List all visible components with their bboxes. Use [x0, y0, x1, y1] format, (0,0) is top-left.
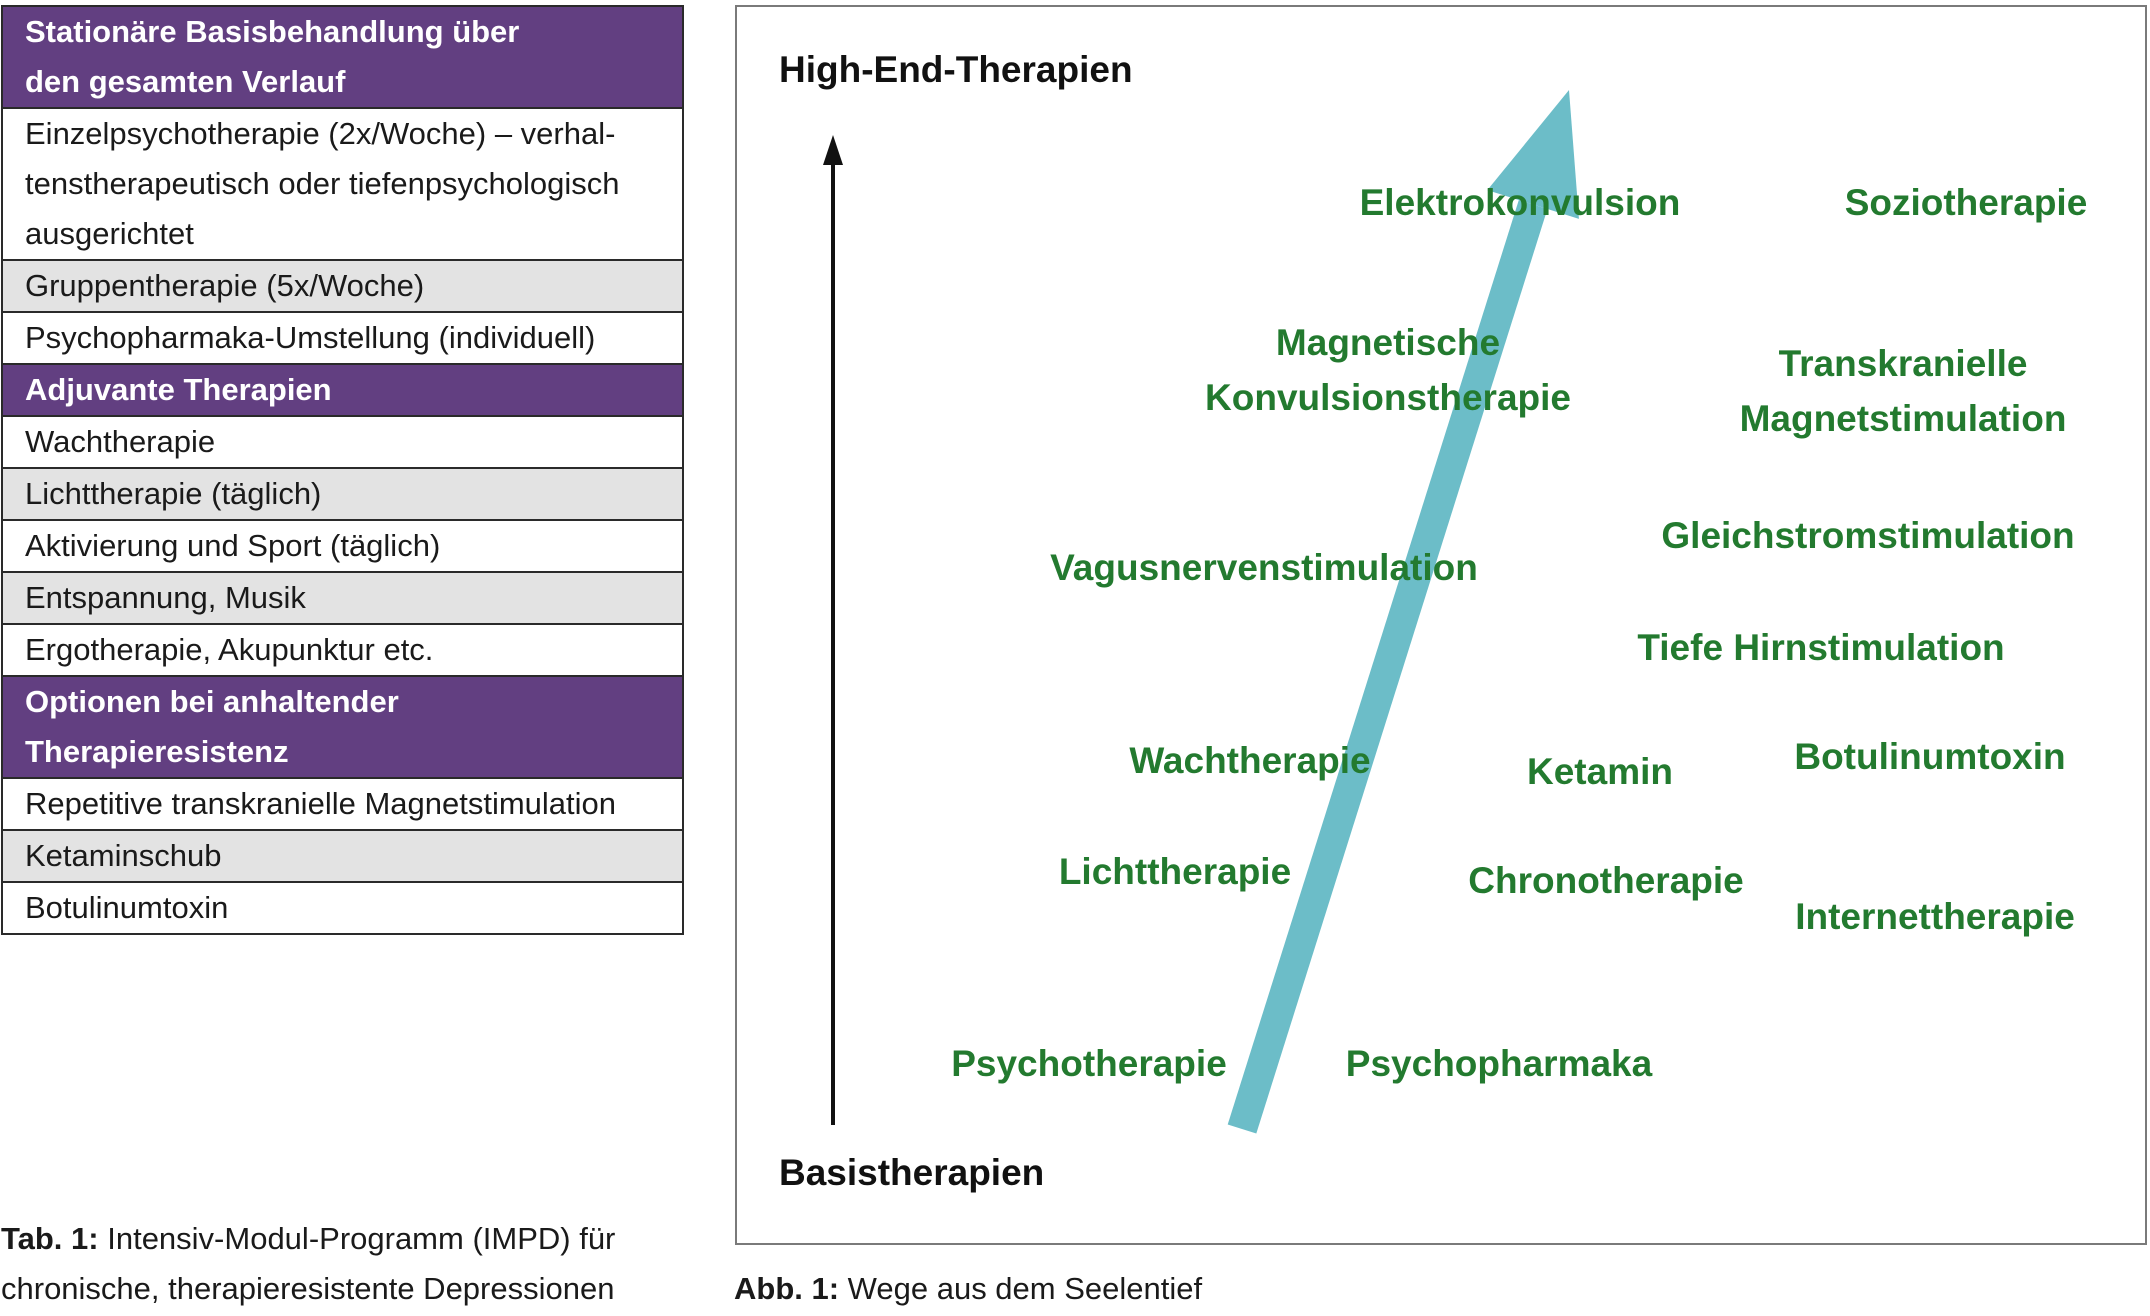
- table-row: Lichttherapie (täglich): [1, 467, 684, 521]
- table-cell-line: Ergotherapie, Akupunktur etc.: [25, 632, 434, 667]
- table-cell: Aktivierung und Sport (täglich): [1, 519, 684, 573]
- table-cell-line: ausgerichtet: [25, 216, 194, 251]
- therapy-label-line: Wachtherapie: [1129, 740, 1371, 781]
- table-caption: Tab. 1: Intensiv-Modul-Programm (IMPD) f…: [1, 1214, 691, 1314]
- table-row: Einzelpsychotherapie (2x/Woche) – verhal…: [1, 107, 684, 261]
- progress-arrow-shaft: [1227, 200, 1548, 1134]
- table-row: Botulinumtoxin: [1, 881, 684, 935]
- therapy-label-line: Magnetstimulation: [1739, 398, 2067, 439]
- table-body: Stationäre Basisbehandlung über den gesam…: [1, 5, 684, 935]
- therapy-label-line: Elektrokonvulsion: [1359, 182, 1681, 223]
- axis-label-basis: Basistherapien: [779, 1152, 1045, 1193]
- table-cell-line: Lichttherapie (täglich): [25, 476, 322, 511]
- therapy-label-line: Tiefe Hirnstimulation: [1637, 627, 2005, 668]
- therapy-psychopharmaka: Psychopharmaka: [1346, 1036, 1652, 1091]
- section-header-row: Stationäre Basisbehandlung über den gesam…: [1, 5, 684, 109]
- therapy-elektrokonvulsion: Elektrokonvulsion: [1360, 175, 1681, 230]
- table-cell: Ergotherapie, Akupunktur etc.: [1, 623, 684, 677]
- therapy-psychotherapie: Psychotherapie: [951, 1036, 1227, 1091]
- therapy-label-line: Gleichstromstimulation: [1661, 515, 2075, 556]
- table-caption-line-2: chronische, therapieresistente Depressio…: [1, 1271, 615, 1306]
- therapy-label-line: Internettherapie: [1795, 896, 2075, 937]
- table-cell: Gruppentherapie (5x/Woche): [1, 259, 684, 313]
- section-header-line: Adjuvante Therapien: [25, 372, 332, 407]
- table-row: Entspannung, Musik: [1, 571, 684, 625]
- axis-label-high-end: High-End-Therapien: [779, 49, 1133, 90]
- table-cell-line: Repetitive transkranielle Magnetstimulat…: [25, 786, 617, 821]
- table-cell: Einzelpsychotherapie (2x/Woche) – verhal…: [1, 107, 684, 261]
- table-cell-line: Ketaminschub: [25, 838, 222, 873]
- table-cell: Ketaminschub: [1, 829, 684, 883]
- table-cell-line: Gruppentherapie (5x/Woche): [25, 268, 425, 303]
- table-row: Repetitive transkranielle Magnetstimulat…: [1, 777, 684, 831]
- therapy-vagusnervenstimulation: Vagusnervenstimulation: [1050, 540, 1478, 595]
- figure-panel: High-End-Therapien Basistherapien Elektr…: [735, 5, 2147, 1245]
- therapy-label-line: Botulinumtoxin: [1794, 736, 2066, 777]
- therapy-tiefe-hirnstimulation: Tiefe Hirnstimulation: [1637, 620, 2004, 675]
- therapy-label-line: Psychopharmaka: [1345, 1043, 1653, 1084]
- figure-caption: Abb. 1: Wege aus dem Seelentief: [734, 1264, 1634, 1314]
- table-cell-line: Einzelpsychotherapie (2x/Woche) – verhal…: [25, 116, 616, 151]
- therapy-label-line: Chronotherapie: [1468, 860, 1744, 901]
- therapy-soziotherapie: Soziotherapie: [1845, 175, 2088, 230]
- table-cell-line: tenstherapeutisch oder tiefenpsychologis…: [25, 166, 620, 201]
- table-cell: Lichttherapie (täglich): [1, 467, 684, 521]
- therapy-chronotherapie: Chronotherapie: [1468, 853, 1743, 908]
- section-header-line: den gesamten Verlauf: [25, 64, 346, 99]
- section-header-line: Stationäre Basisbehandlung über: [25, 14, 520, 49]
- table-row: Ergotherapie, Akupunktur etc.: [1, 623, 684, 677]
- table-cell-line: Wachtherapie: [25, 424, 216, 459]
- therapy-label-line: Konvulsionstherapie: [1205, 377, 1571, 418]
- therapy-botulinumtoxin: Botulinumtoxin: [1794, 729, 2065, 784]
- table-cell: Repetitive transkranielle Magnetstimulat…: [1, 777, 684, 831]
- therapy-internettherapie: Internettherapie: [1795, 889, 2075, 944]
- therapy-label-line: Lichttherapie: [1058, 851, 1292, 892]
- therapy-label-line: Transkranielle: [1778, 343, 2028, 384]
- table-cell: Psychopharmaka-Umstellung (individuell): [1, 311, 684, 365]
- vertical-axis-arrowhead: [823, 135, 843, 165]
- table-cell-line: Botulinumtoxin: [25, 890, 229, 925]
- table-cell-line: Entspannung, Musik: [25, 580, 306, 615]
- section-header: Adjuvante Therapien: [1, 363, 684, 417]
- table-row: Aktivierung und Sport (täglich): [1, 519, 684, 573]
- intensive-module-table: Stationäre Basisbehandlung über den gesam…: [1, 5, 684, 935]
- figure-graphics: [823, 90, 1579, 1134]
- figure-caption-text: Wege aus dem Seelentief: [839, 1271, 1203, 1306]
- figure-caption-label: Abb. 1:: [734, 1271, 840, 1306]
- table-row: Psychopharmaka-Umstellung (individuell): [1, 311, 684, 365]
- therapy-wachtherapie: Wachtherapie: [1129, 733, 1370, 788]
- progress-arrow-head: [1487, 90, 1579, 219]
- therapy-lichttherapie: Lichttherapie: [1059, 844, 1291, 899]
- table-row: Wachtherapie: [1, 415, 684, 469]
- table-caption-label: Tab. 1:: [1, 1221, 99, 1256]
- table-cell-line: Psychopharmaka-Umstellung (individuell): [25, 320, 596, 355]
- table-row: Gruppentherapie (5x/Woche): [1, 259, 684, 313]
- therapy-label-line: Ketamin: [1527, 751, 1673, 792]
- section-header-line: Optionen bei anhaltender: [25, 684, 399, 719]
- therapy-label-line: Magnetische: [1275, 322, 1501, 363]
- therapy-label-line: Vagusnervenstimulation: [1050, 547, 1478, 588]
- therapy-label-line: Psychotherapie: [951, 1043, 1227, 1084]
- section-header-row: Adjuvante Therapien: [1, 363, 684, 417]
- table-row: Ketaminschub: [1, 829, 684, 883]
- table-caption-line-1: Intensiv-Modul-Programm (IMPD) für: [98, 1221, 616, 1256]
- table-cell: Wachtherapie: [1, 415, 684, 469]
- table-cell-line: Aktivierung und Sport (täglich): [25, 528, 441, 563]
- therapy-ketamin: Ketamin: [1527, 744, 1673, 799]
- section-header-line: Therapieresistenz: [25, 734, 289, 769]
- table-cell: Entspannung, Musik: [1, 571, 684, 625]
- section-header: Stationäre Basisbehandlung über den gesam…: [1, 5, 684, 109]
- therapy-label-line: Soziotherapie: [1844, 182, 2088, 223]
- table-cell: Botulinumtoxin: [1, 881, 684, 935]
- therapy-gleichstromstimulation: Gleichstromstimulation: [1661, 508, 2074, 563]
